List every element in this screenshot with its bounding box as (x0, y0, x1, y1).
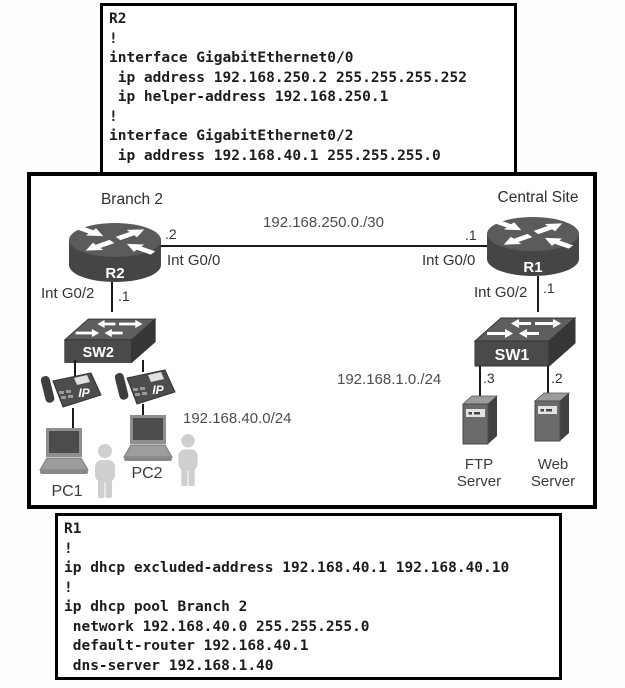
config-line: ip address 192.168.250.2 255.255.255.252 (109, 69, 467, 86)
central-subnet-label: 192.168.1.0./24 (337, 371, 442, 388)
ftp-server-label-line2: Server (456, 473, 502, 490)
config-line: default-router 192.168.40.1 (64, 638, 309, 654)
pc1-label: PC1 (51, 483, 83, 500)
ip-phone1-icon: IP (41, 369, 103, 411)
web-server-label-line1: Web (537, 456, 569, 473)
ip-phone2-icon: IP (115, 366, 177, 408)
r1-config-box: R1! ip dhcp excluded-address 192.168.40.1… (55, 513, 562, 680)
config-line: ! (109, 30, 118, 47)
r2-lan-interface-label: Int G0/2 (41, 285, 95, 302)
ftp-ip-label: .3 (483, 370, 495, 386)
person2-icon (174, 433, 202, 487)
phone1-pc1-link-line (72, 408, 74, 434)
ftp-server-icon (461, 394, 499, 450)
pc2-icon (121, 415, 175, 465)
wan-link-line (161, 245, 487, 247)
phone2-pc2-link-line (142, 404, 144, 420)
r2-wan-ip-label: .2 (165, 226, 177, 242)
r1-lan-interface-label: Int G0/2 (474, 284, 528, 301)
router-r2-name: R2 (105, 265, 124, 282)
config-line: ! (64, 540, 73, 557)
web-server-icon (533, 391, 571, 447)
config-line: interface GigabitEthernet0/0 (109, 50, 354, 66)
r1-lan-ip-label: .1 (543, 280, 555, 296)
sw1-ftp-link-line (479, 366, 481, 396)
topology-box: Branch 2 Central Site 192.168.250.0./30 … (27, 172, 597, 509)
web-ip-label: .2 (551, 370, 563, 386)
config-line: interface GigabitEthernet0/2 (109, 128, 354, 144)
config-line: R2 (109, 11, 127, 27)
config-line: ! (109, 108, 118, 125)
router-r2-icon: R2 (67, 220, 163, 284)
config-line: R1 (64, 521, 82, 537)
wan-subnet-label: 192.168.250.0./30 (263, 214, 384, 231)
pc2-label: PC2 (131, 465, 163, 482)
switch-sw1-name: SW1 (495, 347, 530, 364)
switch-sw1-icon: SW1 (473, 310, 577, 368)
pc1-icon (37, 428, 91, 478)
config-line: ip dhcp excluded-address 192.168.40.1 19… (64, 560, 510, 576)
config-line: network 192.168.40.0 255.255.255.0 (64, 618, 370, 635)
phone2-ip-label: IP (152, 383, 164, 397)
ftp-server-label-line1: FTP (464, 456, 494, 473)
r1-sw1-link-line (537, 276, 539, 312)
r2-sw2-link-line (111, 282, 113, 312)
branch-subnet-label: 192.168.40.0/24 (183, 410, 292, 427)
r2-wan-interface-label: Int G0/0 (167, 252, 221, 269)
config-line: ip helper-address 192.168.250.1 (109, 89, 389, 105)
switch-sw2-name: SW2 (83, 345, 114, 361)
web-server-label-line2: Server (530, 473, 576, 490)
r2-lan-ip-label: .1 (118, 288, 130, 304)
config-line: ip dhcp pool Branch 2 (64, 599, 248, 615)
ftp-server-label: FTP Server (439, 456, 519, 490)
r1-wan-ip-label: .1 (465, 227, 477, 243)
router-r1-name: R1 (523, 259, 542, 276)
person1-icon (91, 443, 119, 499)
web-server-label: Web Server (513, 456, 593, 490)
r1-wan-interface-label: Int G0/0 (422, 252, 476, 269)
branch-site-label: Branch 2 (100, 191, 164, 208)
switch-sw2-icon: SW2 (63, 310, 157, 366)
config-line: dns-server 192.168.1.40 (64, 657, 274, 674)
router-r1-icon: R1 (485, 214, 581, 278)
config-line: ! (64, 579, 73, 596)
sw2-phone2-link-line (142, 360, 144, 372)
config-line: ip address 192.168.40.1 255.255.255.0 (109, 147, 441, 164)
phone1-ip-label: IP (78, 386, 90, 400)
r2-config-box: R2! interface GigabitEthernet0/0 ip addre… (100, 3, 517, 172)
sw2-phone1-link-line (74, 360, 76, 376)
central-site-label: Central Site (497, 189, 579, 206)
sw1-web-link-line (547, 366, 549, 394)
